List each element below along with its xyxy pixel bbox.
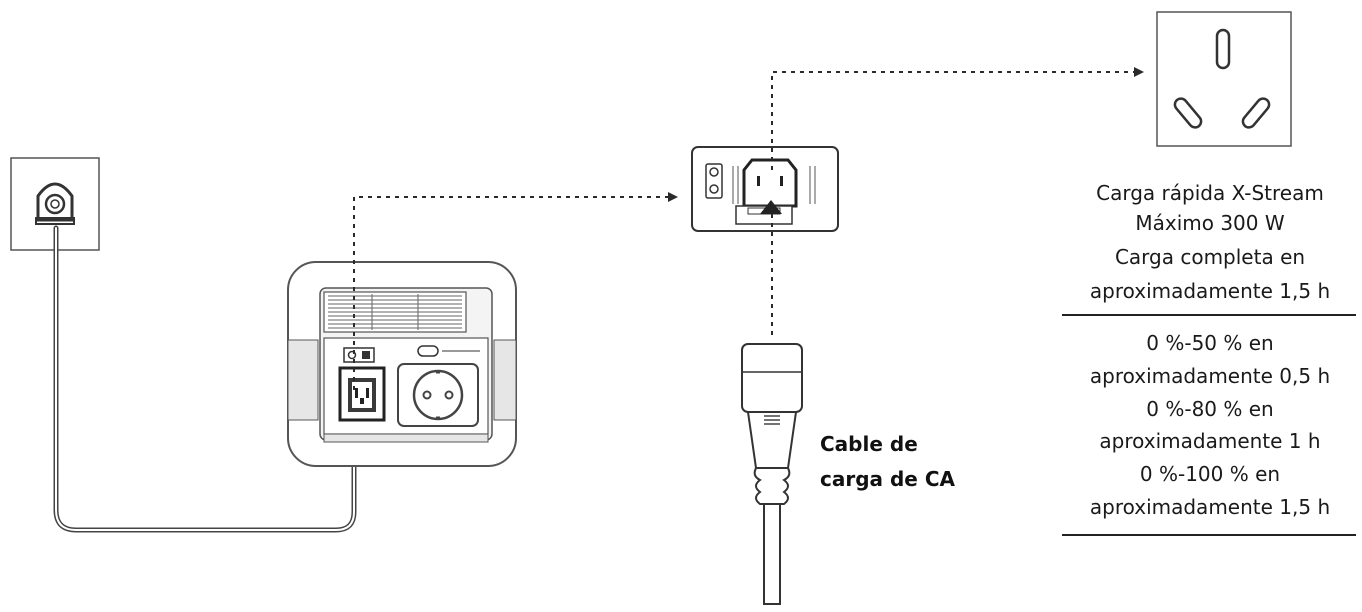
spec-line: 0 %-80 % en bbox=[1146, 397, 1273, 421]
spec-line: aproximadamente 1 h bbox=[1099, 429, 1320, 453]
spec-line: aproximadamente 1,5 h bbox=[1090, 495, 1330, 519]
spec-line: Carga completa en bbox=[1115, 245, 1305, 269]
vent-grille bbox=[328, 294, 462, 330]
spec-line: aproximadamente 1,5 h bbox=[1090, 279, 1330, 303]
switch-icon bbox=[343, 347, 375, 363]
spec-block-percentages: 0 %-50 % en aproximadamente 0,5 h 0 %-80… bbox=[1090, 331, 1330, 519]
cable-label-line1: Cable de bbox=[820, 432, 918, 456]
spec-line: 0 %-100 % en bbox=[1140, 462, 1280, 486]
three-pin-wall-outlet-icon bbox=[1156, 11, 1292, 147]
cable-label-line2: carga de CA bbox=[820, 467, 956, 491]
dotted-connector-station bbox=[353, 192, 678, 390]
schuko-outlet-icon bbox=[397, 363, 479, 427]
spec-line: Carga rápida X-Stream bbox=[1096, 181, 1324, 205]
ac-input-port-icon bbox=[338, 366, 386, 422]
spec-block-fast-charge: Carga rápida X-Stream Máximo 300 W Carga… bbox=[1090, 181, 1330, 303]
dotted-connector-outlet bbox=[771, 67, 1144, 170]
plug-insert-arrow bbox=[760, 200, 782, 214]
spec-line: 0 %-50 % en bbox=[1146, 331, 1273, 355]
spec-line: Máximo 300 W bbox=[1135, 211, 1285, 235]
ac-inlet-panel-icon bbox=[691, 146, 839, 232]
iec-c13-plug-icon bbox=[741, 343, 803, 605]
spec-line: aproximadamente 0,5 h bbox=[1090, 364, 1330, 388]
power-station-icon bbox=[287, 261, 517, 467]
